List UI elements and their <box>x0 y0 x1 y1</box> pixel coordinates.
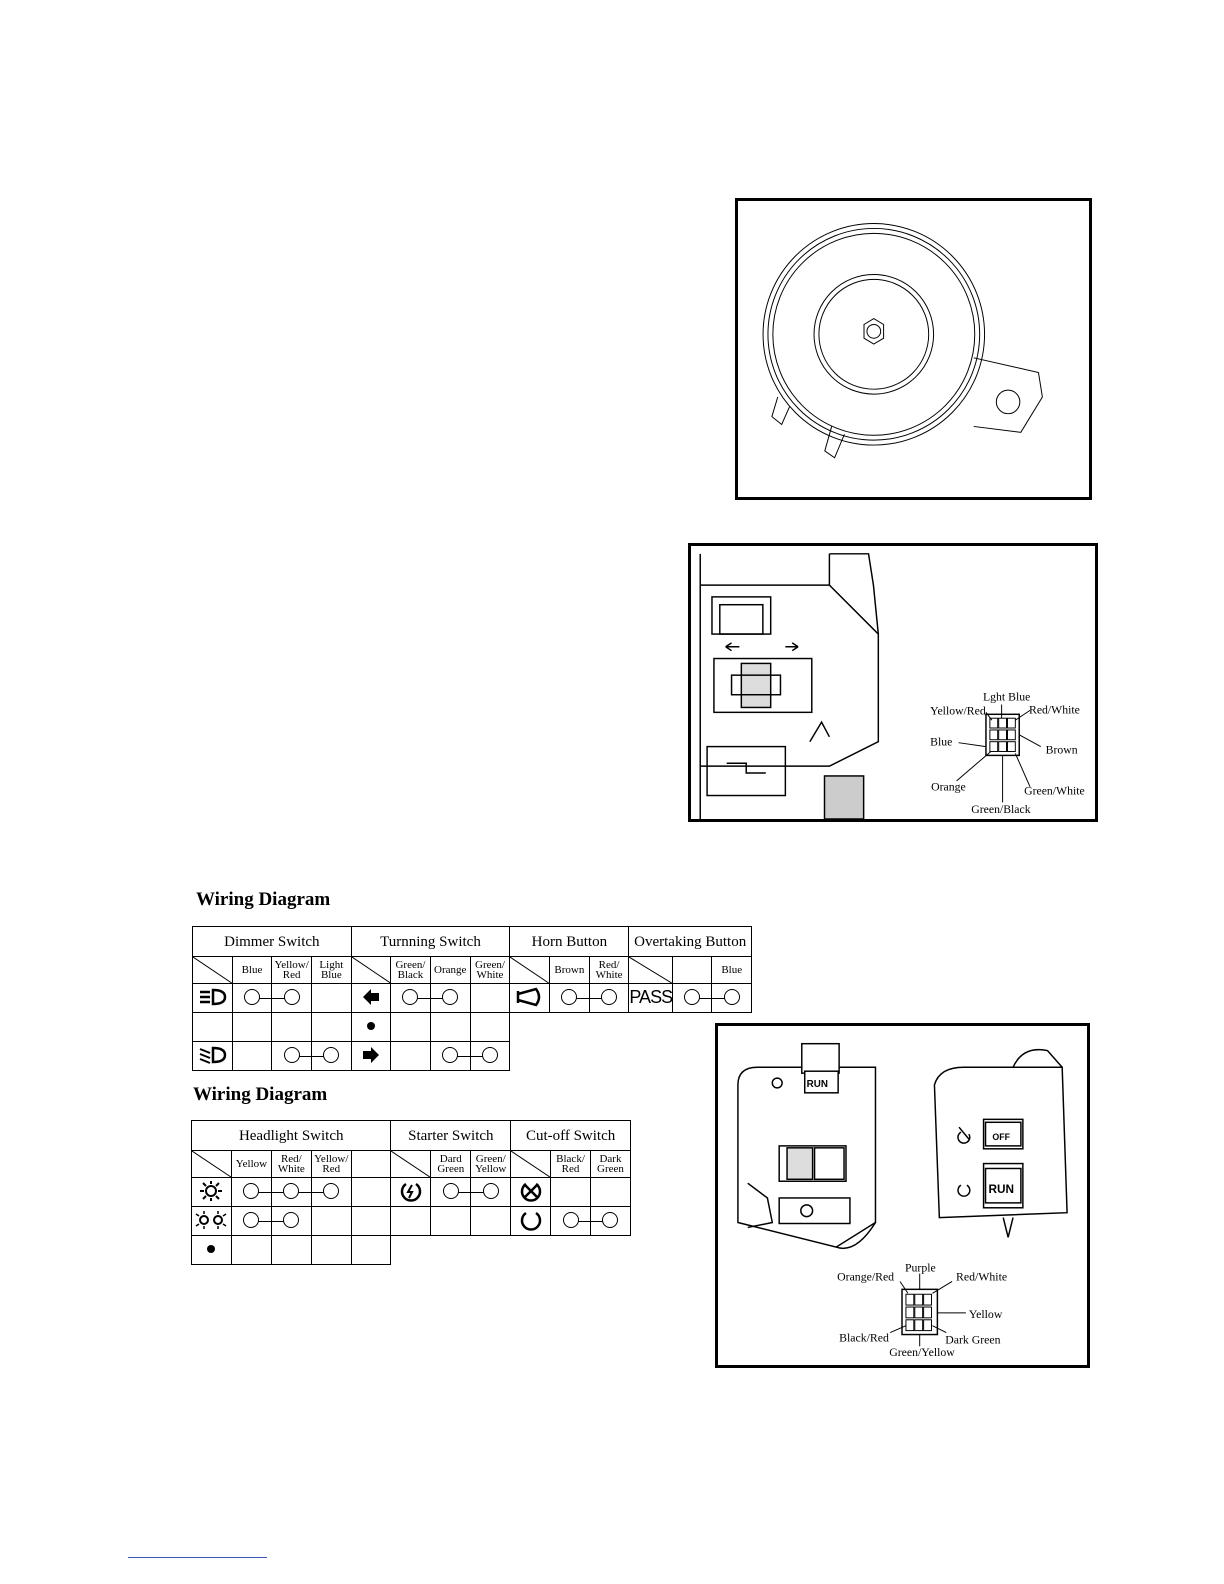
position-light-icon <box>191 1206 232 1236</box>
group-horn-button: Horn Button <box>509 926 630 957</box>
col-empty <box>672 956 713 984</box>
connection-dot <box>243 1183 260 1199</box>
turn-left-icon <box>350 983 392 1013</box>
corner-cell <box>509 956 551 984</box>
label-orange: Orange <box>931 781 966 794</box>
right-switch-illustration: RUN OFF RUN Purple Orange/Red Red/White <box>737 1042 1068 1360</box>
label-light-blue: Lght Blue <box>983 691 1030 704</box>
horn-illustration <box>762 223 1043 459</box>
label-red-white: Red/White <box>1029 703 1080 716</box>
right-switch-figure: RUN OFF RUN Purple Orange/Red Red/White <box>715 1023 1090 1368</box>
connection-dot <box>243 989 260 1005</box>
col-black-red: Black/ Red <box>550 1150 591 1178</box>
left-switch-figure: Lght Blue Yellow/Red Red/White Blue Brow… <box>688 543 1098 822</box>
corner-cell <box>350 956 392 984</box>
label-orange-red: Orange/Red <box>837 1269 894 1283</box>
connection-dot <box>482 1183 499 1199</box>
connection-dot <box>561 989 578 1005</box>
col-yellow: Yellow <box>230 1150 272 1178</box>
col-dark-green: Dark Green <box>589 1150 632 1178</box>
connection-dot <box>481 1047 498 1063</box>
high-beam-icon <box>192 983 233 1013</box>
connection-dot <box>323 1183 340 1199</box>
connection-dot <box>723 989 740 1005</box>
col-yellow-red: Yellow/ Red <box>310 1150 352 1178</box>
group-overtaking-button: Overtaking Button <box>628 926 752 957</box>
col-green-white: Green/ White <box>469 956 511 984</box>
connection-dot <box>442 1183 459 1199</box>
col-green-yellow: Green/ Yellow <box>470 1150 512 1178</box>
corner-cell <box>510 1150 552 1178</box>
off-label: OFF <box>992 1132 1010 1142</box>
corner-cell <box>192 956 233 984</box>
turn-right-icon <box>350 1041 392 1071</box>
label-yellow-red: Yellow/Red <box>930 704 986 717</box>
group-turning-switch: Turnning Switch <box>350 926 511 957</box>
label-green-yellow: Green/Yellow <box>889 1345 955 1359</box>
connection-dot <box>243 1212 260 1228</box>
left-switch-connector: Lght Blue Yellow/Red Red/White Blue Brow… <box>930 691 1085 817</box>
engine-stop-icon <box>510 1177 552 1207</box>
connection-dot <box>601 989 618 1005</box>
wiring-diagram-1-heading: Wiring Diagram <box>196 889 331 910</box>
label-green-white: Green/White <box>1024 785 1085 798</box>
turn-neutral-icon <box>350 1012 392 1042</box>
right-switch-connector: Purple Orange/Red Red/White Yellow Black… <box>837 1261 1007 1360</box>
footer-rule <box>128 1557 267 1558</box>
left-switch-illustration: Lght Blue Yellow/Red Red/White Blue Brow… <box>699 553 1085 819</box>
horn-icon <box>509 983 551 1013</box>
horn-figure <box>735 198 1092 500</box>
group-cutoff-switch: Cut-off Switch <box>510 1120 631 1151</box>
col-light-blue: Light Blue <box>311 956 352 984</box>
corner-cell <box>390 1150 432 1178</box>
label-blue: Blue <box>930 736 952 749</box>
col-empty <box>350 1150 392 1178</box>
group-starter-switch: Starter Switch <box>390 1120 512 1151</box>
headlight-on-icon <box>191 1177 232 1207</box>
col-brown: Brown <box>549 956 590 984</box>
col-blue: Blue <box>231 956 273 984</box>
col-orange: Orange <box>429 956 471 984</box>
wiring-table-1: Dimmer Switch Turnning Switch Horn Butto… <box>192 926 752 1071</box>
connection-dot <box>323 1047 340 1063</box>
connection-dot <box>402 989 419 1005</box>
connection-dot <box>684 989 701 1005</box>
corner-cell <box>191 1150 232 1178</box>
col-red-white: Red/ White <box>270 1150 312 1178</box>
low-beam-icon <box>192 1041 233 1071</box>
label-black-red: Black/Red <box>839 1330 889 1344</box>
run-label: RUN <box>988 1183 1014 1196</box>
corner-cell <box>628 956 674 984</box>
label-brown: Brown <box>1046 743 1078 756</box>
group-headlight-switch: Headlight Switch <box>190 1120 392 1151</box>
col-blue: Blue <box>711 956 752 984</box>
connection-dot <box>283 1183 300 1199</box>
col-yellow-red: Yellow/ Red <box>271 956 313 984</box>
label-green-black: Green/Black <box>971 803 1030 816</box>
group-dimmer-switch: Dimmer Switch <box>192 926 352 957</box>
label-yellow: Yellow <box>969 1307 1003 1321</box>
col-green-black: Green/ Black <box>390 956 431 984</box>
col-red-white: Red/ White <box>588 956 630 984</box>
label-dark-green: Dark Green <box>945 1332 1000 1346</box>
connection-dot <box>562 1212 579 1228</box>
starter-icon <box>390 1177 432 1207</box>
connection-dot <box>283 1212 300 1228</box>
connection-dot <box>442 1047 459 1063</box>
connection-dot <box>283 1047 300 1063</box>
col-dard-green: Dard Green <box>430 1150 472 1178</box>
connection-dot <box>442 989 459 1005</box>
wiring-table-2: Headlight Switch Starter Switch Cut-off … <box>190 1120 632 1265</box>
label-red-white: Red/White <box>956 1269 1007 1283</box>
connection-dot <box>602 1212 619 1228</box>
label-purple: Purple <box>905 1261 936 1275</box>
connection-dot <box>283 989 300 1005</box>
run-label: RUN <box>807 1079 828 1090</box>
headlight-off-icon <box>191 1235 232 1265</box>
engine-run-icon <box>510 1206 552 1236</box>
pass-icon: PASS <box>628 983 674 1013</box>
wiring-diagram-2-heading: Wiring Diagram <box>193 1084 328 1105</box>
